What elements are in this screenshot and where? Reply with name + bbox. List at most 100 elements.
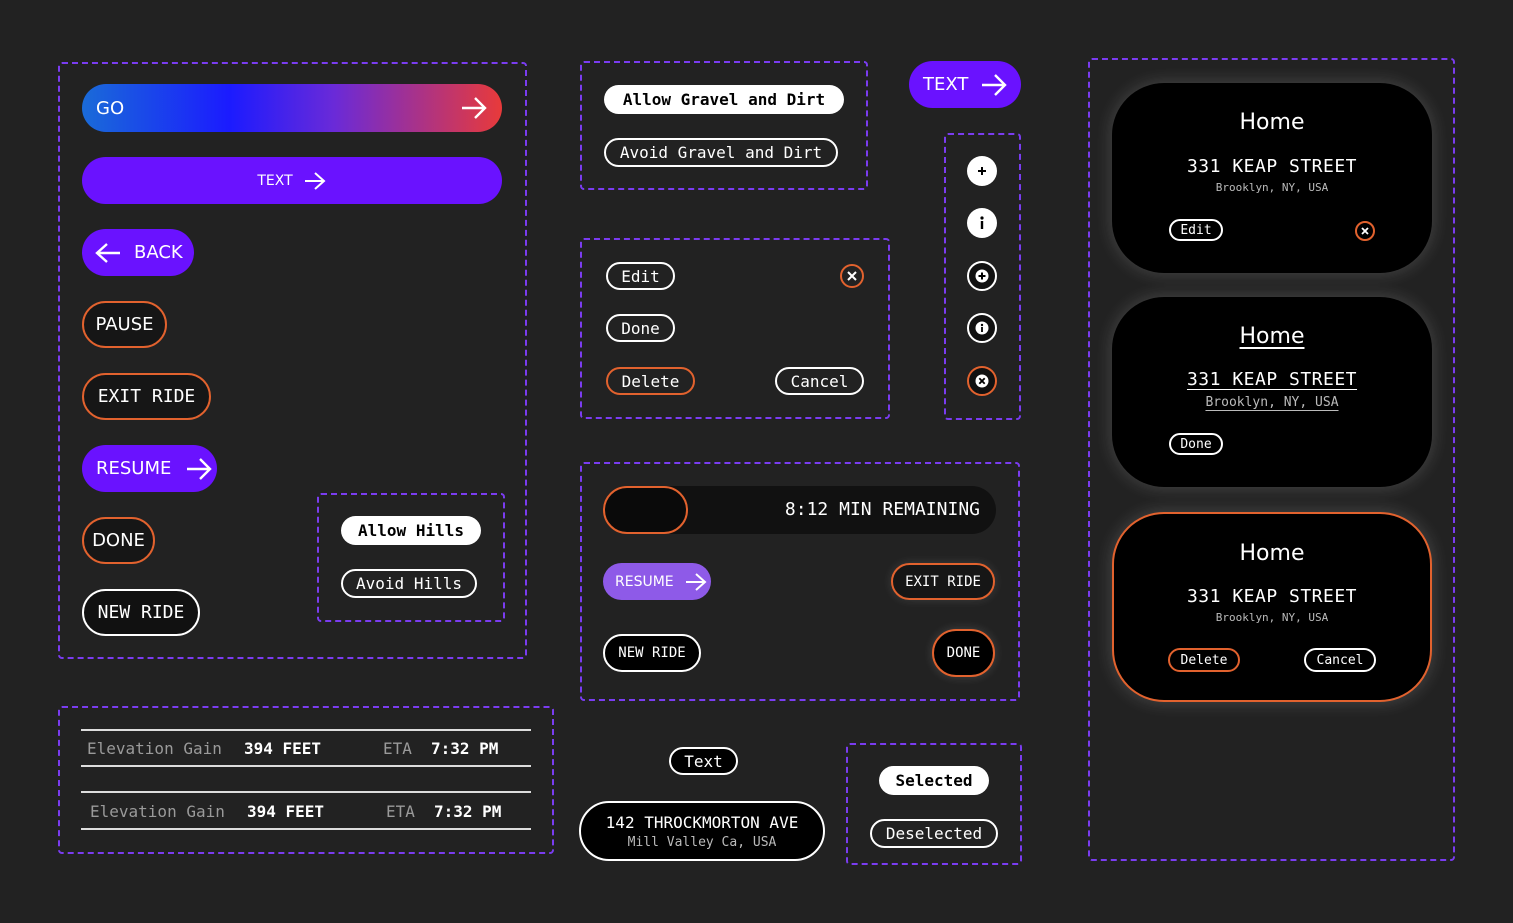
text-button-label: TEXT — [923, 74, 969, 95]
selected-option[interactable]: Selected — [879, 766, 989, 795]
deselected-option[interactable]: Deselected — [870, 819, 998, 848]
elevation-value: 394 FEET — [244, 739, 322, 758]
progress-knob[interactable] — [603, 486, 688, 534]
new-ride-button[interactable]: NEW RIDE — [82, 589, 200, 636]
avoid-gravel-label: Avoid Gravel and Dirt — [619, 143, 823, 162]
info-outline-icon[interactable] — [967, 313, 997, 343]
eta-label: ETA — [383, 739, 412, 758]
arrow-left-icon — [94, 242, 122, 264]
card-cancel-button[interactable]: Cancel — [1304, 648, 1376, 672]
allow-gravel-option[interactable]: Allow Gravel and Dirt — [604, 85, 844, 114]
avoid-gravel-option[interactable]: Avoid Gravel and Dirt — [604, 138, 838, 167]
avoid-hills-option[interactable]: Avoid Hills — [341, 569, 477, 598]
divider — [81, 729, 531, 731]
arrow-right-icon — [460, 96, 488, 120]
go-label: GO — [96, 97, 125, 119]
done-small-button[interactable]: DONE — [932, 629, 995, 677]
info-filled-icon[interactable] — [967, 208, 997, 238]
go-button[interactable]: GO — [82, 84, 502, 132]
stats-panel — [58, 706, 554, 854]
cancel-label: Cancel — [790, 371, 849, 391]
new-ride-small-label: NEW RIDE — [618, 645, 686, 661]
card-edit-label: Edit — [1180, 222, 1212, 238]
resume-small-label: RESUME — [615, 573, 674, 590]
plus-outline-icon[interactable] — [967, 261, 997, 291]
edit-actions-group — [580, 238, 890, 419]
eta-label: ETA — [386, 802, 415, 821]
elevation-label: Elevation Gain — [87, 739, 222, 758]
arrow-right-icon — [980, 73, 1008, 97]
text-chip-label: Text — [684, 751, 723, 771]
resume-small-button[interactable]: RESUME — [603, 563, 711, 600]
exit-ride-small-button[interactable]: EXIT RIDE — [891, 563, 995, 600]
address-chip[interactable]: 142 THROCKMORTON AVE Mill Valley Ca, USA — [579, 801, 825, 861]
back-button[interactable]: BACK — [82, 229, 194, 276]
remaining-time: 8:12 MIN REMAINING — [784, 499, 980, 520]
delete-label: Delete — [621, 371, 680, 391]
ride-panel — [580, 462, 1020, 701]
eta-value: 7:32 PM — [434, 802, 502, 821]
done-outline-label: Done — [621, 318, 660, 338]
allow-hills-option[interactable]: Allow Hills — [341, 516, 481, 545]
edit-button[interactable]: Edit — [606, 262, 675, 290]
text-wide-button[interactable]: TEXT — [82, 157, 502, 204]
card-edit-button[interactable]: Edit — [1169, 219, 1223, 241]
resume-label: RESUME — [96, 458, 172, 479]
arrow-right-icon — [185, 457, 213, 481]
eta-value: 7:32 PM — [431, 739, 499, 758]
selection-group — [846, 743, 1022, 865]
text-chip[interactable]: Text — [669, 747, 738, 775]
close-orange-icon[interactable] — [967, 366, 997, 396]
new-ride-small-button[interactable]: NEW RIDE — [603, 634, 701, 672]
card-street: 331 KEAP STREET — [1186, 586, 1358, 607]
delete-button[interactable]: Delete — [606, 367, 695, 395]
close-icon[interactable] — [1355, 221, 1375, 241]
elevation-label: Elevation Gain — [90, 802, 225, 821]
selected-label: Selected — [895, 771, 973, 790]
close-icon[interactable] — [840, 264, 864, 288]
address-card[interactable]: Home 331 KEAP STREET Brooklyn, NY, USA E… — [1112, 83, 1432, 273]
exit-ride-small-label: EXIT RIDE — [905, 573, 981, 590]
cards-panel — [1088, 58, 1455, 861]
icon-buttons-group — [944, 133, 1021, 420]
done-small-label: DONE — [946, 645, 981, 661]
card-title: Home — [1239, 110, 1305, 135]
buttons-panel — [58, 62, 527, 659]
card-title: Home — [1239, 324, 1305, 349]
allow-hills-label: Allow Hills — [358, 521, 464, 540]
card-delete-label: Delete — [1180, 652, 1228, 668]
arrow-right-icon — [684, 572, 708, 592]
allow-gravel-label: Allow Gravel and Dirt — [622, 90, 826, 109]
address-card-selected[interactable]: Home 331 KEAP STREET Brooklyn, NY, USA D… — [1112, 297, 1432, 487]
address-card-editing[interactable]: Home 331 KEAP STREET Brooklyn, NY, USA D… — [1112, 512, 1432, 702]
cancel-button[interactable]: Cancel — [775, 367, 864, 395]
divider — [81, 828, 531, 830]
exit-ride-label: EXIT RIDE — [97, 386, 196, 407]
done-label: DONE — [92, 530, 145, 551]
hills-toggle-group — [317, 493, 505, 622]
card-done-label: Done — [1180, 436, 1212, 452]
deselected-label: Deselected — [885, 824, 983, 843]
card-cancel-label: Cancel — [1316, 652, 1364, 668]
card-street: 331 KEAP STREET — [1186, 369, 1358, 390]
card-city: Brooklyn, NY, USA — [1215, 181, 1329, 194]
text-wide-label: TEXT — [257, 172, 293, 189]
pause-button[interactable]: PAUSE — [82, 301, 167, 348]
done-button[interactable]: DONE — [82, 517, 155, 564]
avoid-hills-label: Avoid Hills — [356, 574, 462, 593]
edit-label: Edit — [621, 266, 660, 286]
text-button[interactable]: TEXT — [909, 61, 1021, 108]
card-city: Brooklyn, NY, USA — [1205, 395, 1339, 410]
exit-ride-button[interactable]: EXIT RIDE — [82, 373, 211, 420]
done-outline-button[interactable]: Done — [606, 314, 675, 342]
arrow-right-icon — [303, 171, 327, 191]
card-city: Brooklyn, NY, USA — [1215, 611, 1329, 624]
card-done-button[interactable]: Done — [1169, 433, 1223, 455]
gravel-toggle-group — [580, 61, 868, 190]
plus-small-icon[interactable] — [967, 156, 997, 186]
pause-label: PAUSE — [95, 314, 154, 335]
new-ride-label: NEW RIDE — [97, 602, 185, 623]
resume-button[interactable]: RESUME — [82, 445, 217, 492]
back-label: BACK — [134, 242, 183, 263]
card-delete-button[interactable]: Delete — [1168, 648, 1240, 672]
